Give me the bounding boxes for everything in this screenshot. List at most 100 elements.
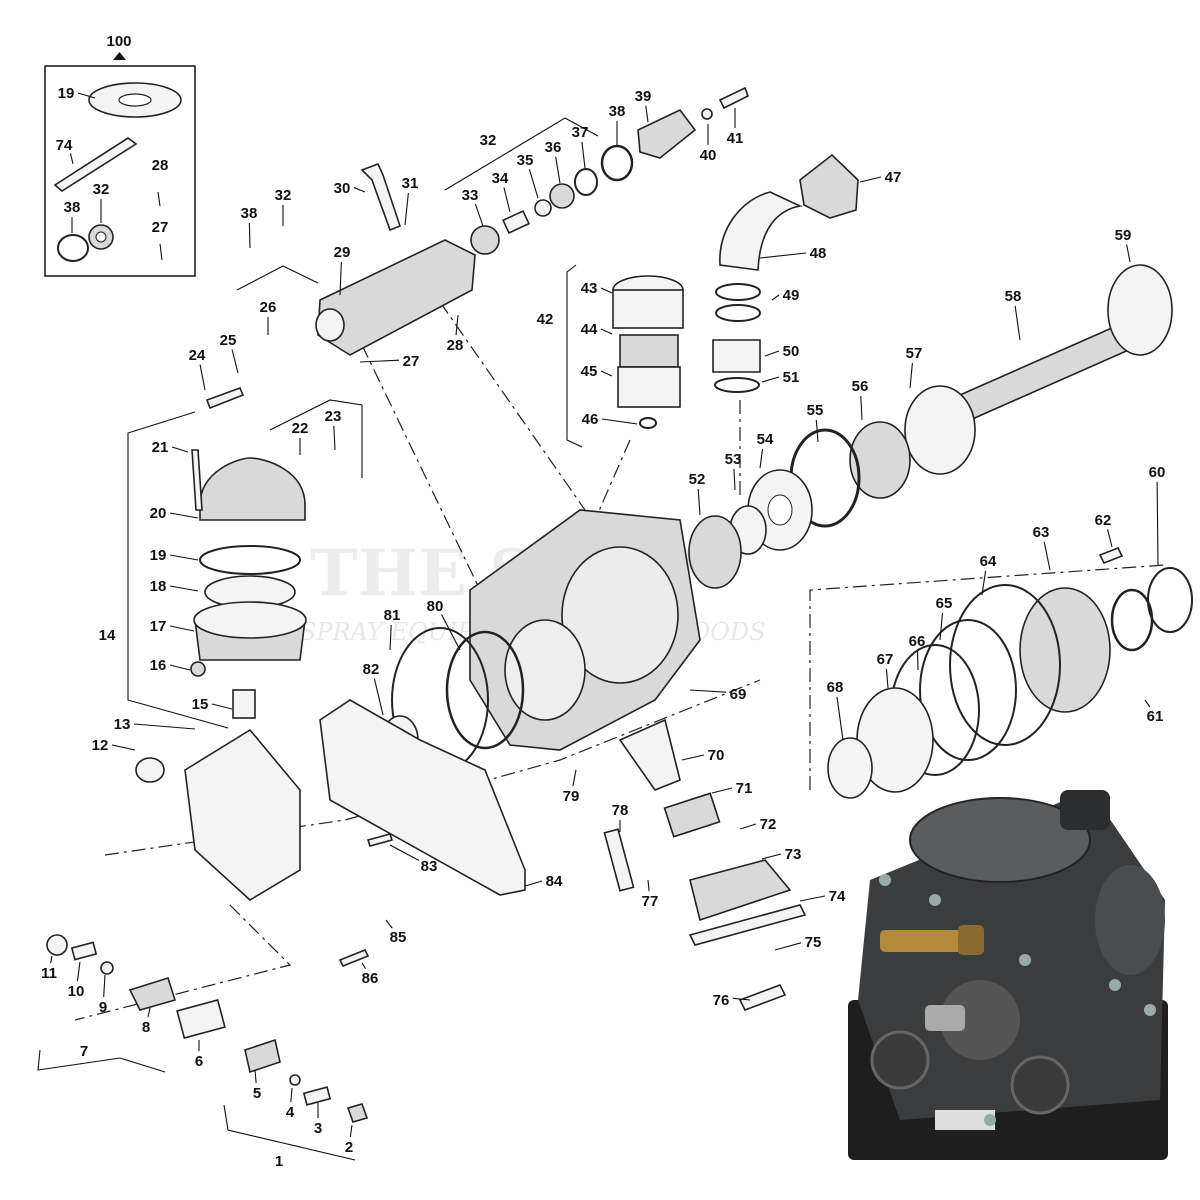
leader-line-18 [169,585,199,592]
part-label-71: 71 [736,780,753,797]
leader-line-24 [199,364,206,391]
part-label-61: 61 [1147,708,1164,725]
part-label-48: 48 [810,245,827,262]
part-label-15: 15 [192,696,209,713]
leader-line-10 [76,961,81,982]
part-label-36: 36 [545,139,562,156]
leader-line-2 [349,1124,353,1138]
part-label-69: 69 [730,686,747,703]
part-label-54: 54 [757,431,774,448]
leader-line-8 [147,1007,151,1018]
part-label-28b: 28 [447,337,464,354]
part-label-2: 2 [345,1139,353,1156]
part-label-64: 64 [980,553,997,570]
part-label-79: 79 [563,788,580,805]
part-label-39: 39 [635,88,652,105]
leader-line-19a [77,92,96,99]
part-label-67: 67 [877,651,894,668]
part-label-70: 70 [708,747,725,764]
leader-line-81 [389,624,392,651]
leader-line-28b [455,314,459,336]
part-label-30: 30 [334,180,351,197]
leader-line-11 [50,955,53,964]
leader-line-34 [503,187,511,213]
leader-line-45 [600,370,613,377]
leader-line-84 [524,880,543,887]
part-label-26: 26 [260,299,277,316]
part-label-16: 16 [150,657,167,674]
part-label-50: 50 [783,343,800,360]
leader-line-63 [1043,541,1051,571]
part-label-38c: 38 [241,205,258,222]
part-label-6: 6 [195,1053,203,1070]
leader-line-20 [169,512,199,519]
leader-line-49 [771,294,780,301]
part-label-46: 46 [582,411,599,428]
leader-line-47 [859,176,882,183]
part-label-28a: 28 [152,157,169,174]
part-label-76: 76 [713,992,730,1009]
leader-line-80 [440,614,461,651]
part-label-18: 18 [150,578,167,595]
part-label-10: 10 [68,983,85,1000]
part-label-17: 17 [150,618,167,635]
part-label-80: 80 [427,598,444,615]
leader-line-39 [645,105,649,123]
part-label-74a: 74 [56,137,73,154]
part-label-65: 65 [936,595,953,612]
part-label-27b: 27 [403,353,420,370]
part-label-32a: 32 [93,181,110,198]
part-label-1: 1 [275,1153,283,1170]
part-label-62: 62 [1095,512,1112,529]
brackets [37,117,599,1161]
part-label-59: 59 [1115,227,1132,244]
part-label-73: 73 [785,846,802,863]
part-label-60: 60 [1149,464,1166,481]
leader-line-48 [759,252,807,259]
part-label-11: 11 [41,965,57,982]
part-label-8: 8 [142,1019,150,1036]
part-label-13: 13 [114,716,131,733]
part-label-63: 63 [1033,524,1050,541]
part-label-57: 57 [906,345,923,362]
leader-line-33 [474,203,484,227]
leader-line-85 [385,919,393,929]
part-label-72: 72 [760,816,777,833]
kit-100-box [44,52,196,277]
leader-line-72 [739,823,757,830]
part-label-23: 23 [325,408,342,425]
part-label-68: 68 [827,679,844,696]
part-label-4: 4 [286,1104,295,1121]
leader-line-57 [909,362,913,389]
part-label-47: 47 [885,169,902,186]
part-label-27a: 27 [152,219,169,236]
leader-line-9 [103,974,106,998]
leader-line-66 [916,650,919,671]
part-label-33: 33 [462,187,479,204]
part-label-58: 58 [1005,288,1022,305]
leader-line-19b [169,554,199,561]
part-label-38a: 38 [64,199,81,216]
part-label-43: 43 [581,280,598,297]
part-label-32c: 32 [275,187,292,204]
part-label-49: 49 [783,287,800,304]
leader-line-74b [799,895,826,902]
part-label-21: 21 [152,439,169,456]
leader-line-75 [774,942,802,951]
part-label-66: 66 [909,633,926,650]
part-label-34: 34 [492,170,509,187]
leader-line-31 [404,192,409,226]
part-label-31: 31 [402,175,419,192]
part-label-19a: 19 [58,85,75,102]
part-label-81: 81 [384,607,401,624]
leader-line-60 [1156,481,1159,566]
leader-line-38c [248,222,251,249]
leader-line-46 [601,418,638,425]
leader-line-68 [836,696,844,741]
part-label-44: 44 [581,321,598,338]
part-label-45: 45 [581,363,598,380]
part-label-40: 40 [700,147,717,164]
leader-line-70 [681,754,705,761]
